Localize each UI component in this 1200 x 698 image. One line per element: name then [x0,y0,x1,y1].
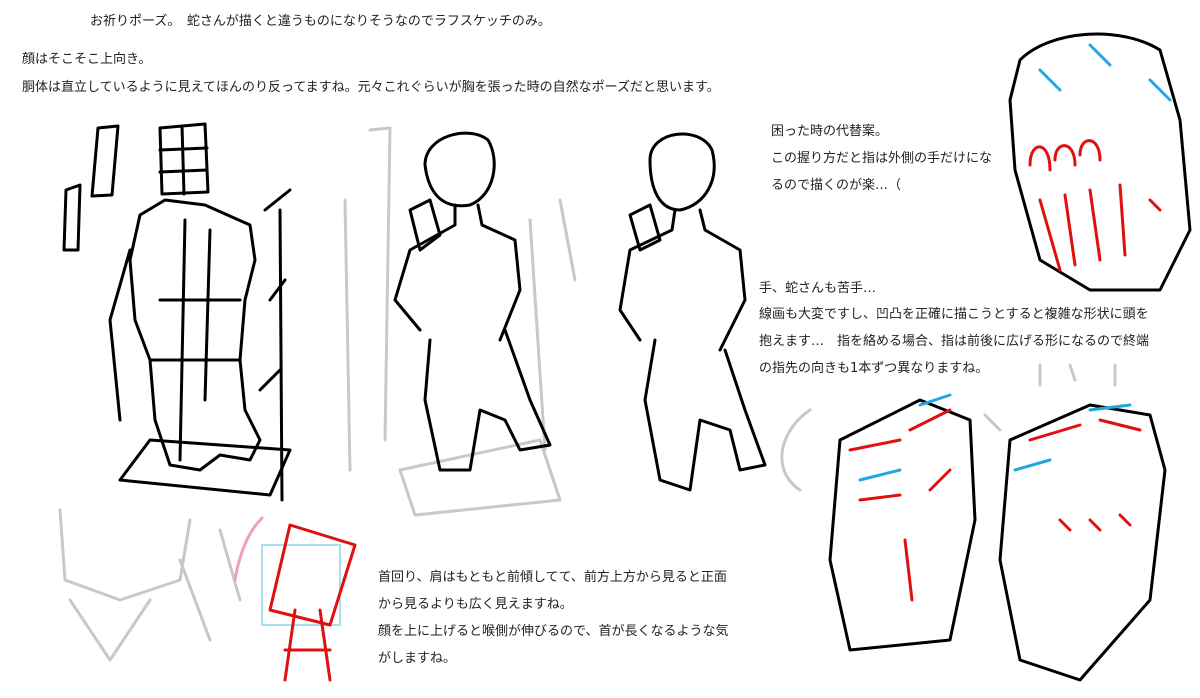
figure-kneeling-refined [343,126,577,517]
alternative-line-2: この握り方だと指は外側の手だけにな [771,151,993,166]
hand-sketch-alternative [1008,32,1192,292]
note-torso: 胴体は直立しているように見えてほんのり反ってますね。元々これぐらいが胸を張った時… [22,80,720,95]
neck-study-sketch [58,508,357,682]
neck-line-1: 首回り、肩はもともと前傾してて、前方上方から見ると正面 [378,570,727,585]
alternative-line-1: 困った時の代替案。 [771,124,889,139]
figure-kneeling-lineart [618,132,767,492]
alternative-line-3: るので描くのが楽…（ [771,178,902,193]
hands-line-4: の指先の向きも1本ずつ異なりますね。 [759,361,989,376]
figure-construction-sketch [62,122,292,502]
neck-line-4: がしますね。 [378,651,457,666]
hand-sketch-interlaced [780,363,1167,682]
note-face: 顔はそこそこ上向き。 [22,52,152,67]
hands-line-3: 抱えます… 指を絡める場合、指は前後に広げる形になるので終端 [759,334,1150,349]
hands-line-1: 手、蛇さんも苦手… [759,281,877,296]
title-line: お祈りポーズ。 蛇さんが描くと違うものになりそうなのでラフスケッチのみ。 [90,14,551,29]
neck-line-2: から見るよりも広く見えますね。 [378,597,573,612]
hands-line-2: 線画も大変ですし、凹凸を正確に描こうとすると複雑な形状に頭を [759,307,1149,322]
neck-line-3: 顔を上に上げると喉側が伸びるので、首が長くなるような気 [378,624,729,639]
